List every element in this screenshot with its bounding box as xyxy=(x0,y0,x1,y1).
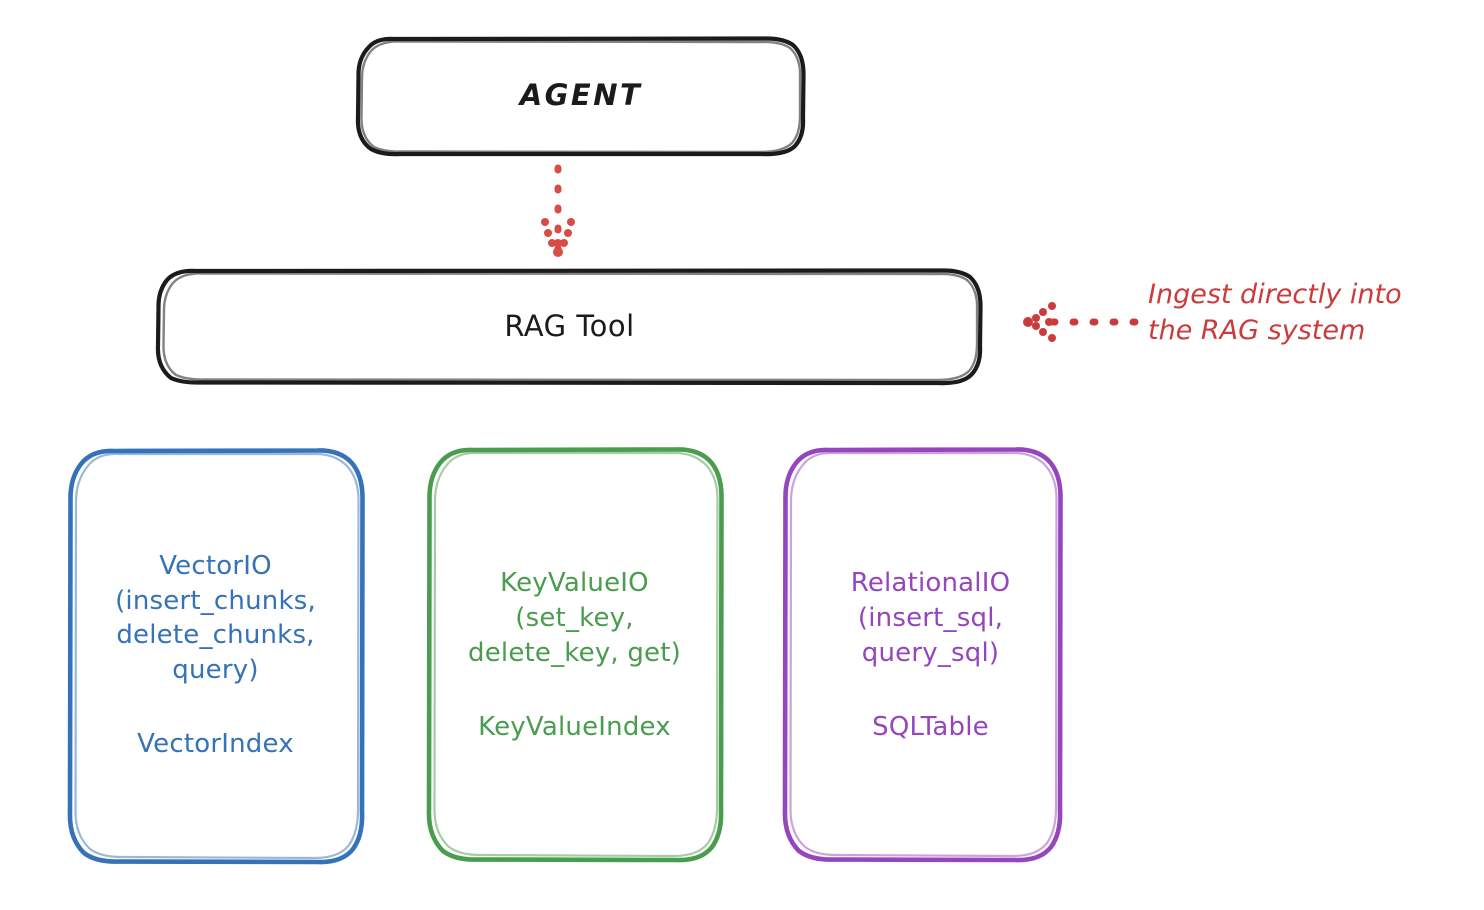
ingest-annotation-connector xyxy=(1023,302,1139,342)
node-vector-io[interactable]: VectorIO (insert_chunks, delete_chunks, … xyxy=(69,449,362,862)
node-rag-tool[interactable]: RAG Tool xyxy=(158,270,981,383)
node-key-value-io[interactable]: KeyValueIO (set_key, delete_key, get) Ke… xyxy=(428,449,721,862)
node-rag-tool-label: RAG Tool xyxy=(504,308,635,343)
node-key-value-io-api-label: KeyValueIO (set_key, delete_key, get) xyxy=(468,568,681,668)
node-relational-io-api-label: RelationalIO (insert_sql, query_sql) xyxy=(850,568,1011,668)
annotation-ingest-directly: Ingest directly into the RAG system xyxy=(1148,279,1402,346)
node-relational-io[interactable]: RelationalIO (insert_sql, query_sql) SQL… xyxy=(784,449,1077,862)
node-vector-io-index-label: VectorIndex xyxy=(137,729,294,760)
node-agent[interactable]: AGENT xyxy=(358,38,804,154)
node-key-value-io-index-label: KeyValueIndex xyxy=(478,712,671,743)
agent-to-rag-tool-connector xyxy=(541,164,575,257)
node-agent-label: AGENT xyxy=(519,78,643,113)
node-vector-io-api-label: VectorIO (insert_chunks, delete_chunks, … xyxy=(115,551,316,685)
node-relational-io-index-label: SQLTable xyxy=(872,712,989,743)
